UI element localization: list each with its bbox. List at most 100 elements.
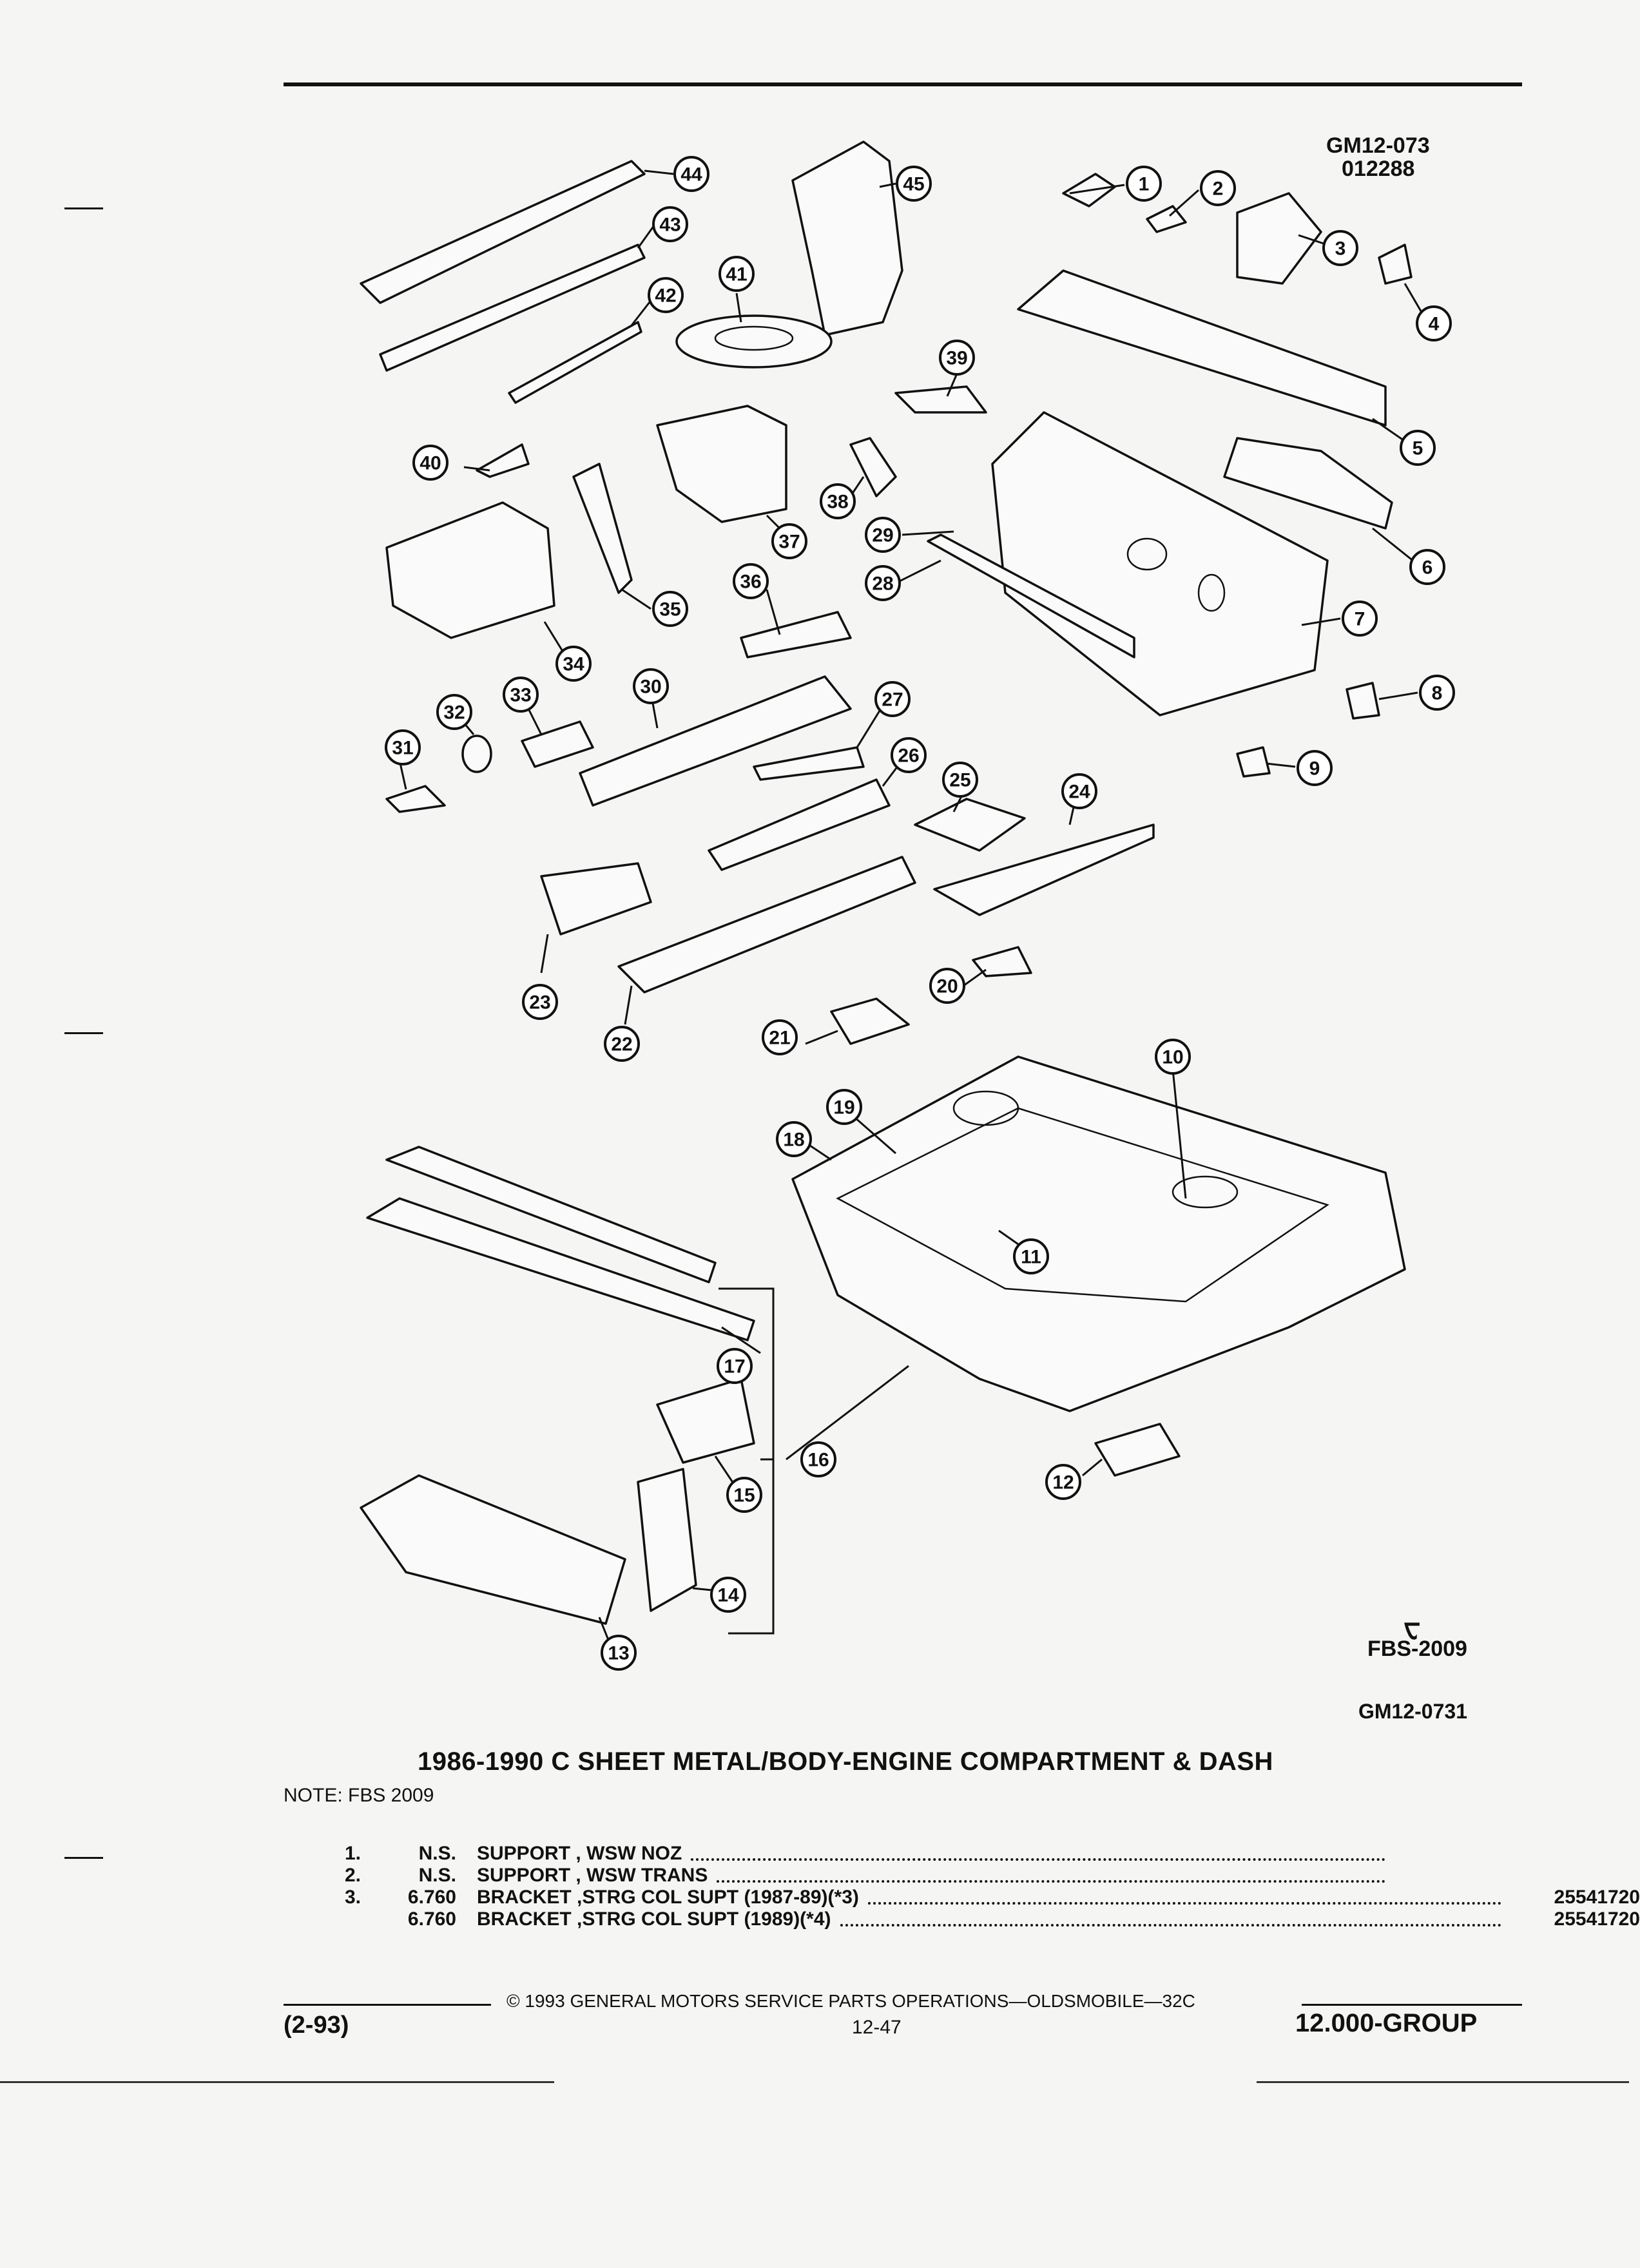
callout-24: 24: [1061, 773, 1097, 809]
parts-row: 2.N.S.SUPPORT , WSW TRANS: [284, 1865, 1521, 1887]
callout-number: 34: [563, 654, 584, 675]
callout-31: 31: [385, 729, 421, 765]
callout-number: 32: [443, 702, 465, 724]
part-number: 25541720: [1554, 1887, 1640, 1908]
callout-30: 30: [633, 668, 669, 704]
doc-code: GM12-073: [1326, 133, 1430, 158]
callout-33: 33: [503, 677, 539, 713]
callout-number: 39: [946, 348, 967, 369]
callout-number: 16: [807, 1450, 829, 1471]
callout-number: 43: [659, 215, 680, 236]
part-number: 25541720: [1554, 1908, 1640, 1930]
callout-number: 8: [1432, 683, 1443, 704]
note-text: NOTE: FBS 2009: [284, 1785, 434, 1806]
callout-39: 39: [939, 340, 975, 376]
top-rule: [284, 82, 1522, 86]
callout-1: 1: [1126, 166, 1162, 202]
part-description: SUPPORT , WSW NOZ: [477, 1843, 682, 1864]
callout-5: 5: [1400, 430, 1436, 466]
callout-number: 27: [882, 689, 903, 711]
callout-number: 14: [717, 1585, 739, 1606]
callout-7: 7: [1342, 601, 1378, 637]
dot-leader: [717, 1880, 1385, 1883]
callout-18: 18: [776, 1121, 812, 1157]
callout-number: 45: [903, 174, 924, 195]
callout-25: 25: [942, 762, 978, 798]
scan-bottom-line: [0, 2081, 554, 2083]
dot-leader: [691, 1858, 1385, 1861]
callout-41: 41: [719, 256, 755, 292]
item-number: 3.: [344, 1887, 361, 1908]
callout-23: 23: [522, 984, 558, 1020]
callout-14: 14: [710, 1577, 746, 1613]
part-description: BRACKET ,STRG COL SUPT (1987-89)(*3): [477, 1887, 859, 1908]
group-code: 12.000-GROUP: [1295, 2009, 1478, 2037]
callout-45: 45: [896, 166, 932, 202]
item-number: 2.: [344, 1865, 361, 1886]
callout-6: 6: [1409, 549, 1445, 585]
callout-29: 29: [865, 517, 901, 553]
parts-row: 3. 6.760 BRACKET ,STRG COL SUPT (1987-89)(…: [284, 1887, 1640, 1908]
callout-number: 24: [1068, 782, 1090, 803]
callout-34: 34: [555, 646, 592, 682]
scan-mark: [64, 1032, 103, 1034]
callout-number: 9: [1309, 758, 1320, 780]
callout-number: 7: [1355, 609, 1365, 630]
callout-11: 11: [1013, 1238, 1049, 1274]
callout-number: 29: [872, 525, 893, 546]
callout-13: 13: [601, 1635, 637, 1671]
callout-number: 37: [778, 532, 800, 553]
callout-number: 20: [936, 976, 958, 997]
callout-number: 31: [392, 738, 413, 759]
callout-number: 19: [833, 1097, 854, 1119]
callout-3: 3: [1322, 230, 1358, 266]
callout-number: 13: [608, 1643, 629, 1664]
callout-28: 28: [865, 565, 901, 601]
callout-number: 4: [1429, 314, 1440, 335]
callout-number: 3: [1335, 238, 1346, 260]
callout-19: 19: [826, 1089, 862, 1125]
callout-8: 8: [1419, 675, 1455, 711]
callout-17: 17: [717, 1348, 753, 1384]
callout-number: 2: [1213, 178, 1224, 200]
callout-36: 36: [733, 563, 769, 599]
callout-number: 10: [1162, 1047, 1183, 1068]
callout-number: 41: [726, 264, 747, 285]
callout-2: 2: [1200, 170, 1236, 206]
callout-10: 10: [1155, 1039, 1191, 1075]
callout-number: 33: [510, 685, 531, 706]
item-quantity: 6.760: [407, 1887, 456, 1908]
callout-26: 26: [891, 737, 927, 773]
callout-number: 5: [1413, 438, 1423, 459]
callout-20: 20: [929, 968, 965, 1004]
callout-number: 35: [659, 599, 680, 620]
callout-number: 38: [827, 492, 848, 513]
callout-4: 4: [1416, 305, 1452, 341]
callout-12: 12: [1045, 1464, 1081, 1500]
callout-number: 28: [872, 573, 893, 595]
leader-lines: [398, 169, 1429, 1650]
callout-number: 36: [740, 572, 761, 593]
callout-number: 40: [420, 453, 441, 474]
fbs-symbol: ᠸ: [1404, 1611, 1421, 1642]
part-description: BRACKET ,STRG COL SUPT (1989)(*4): [477, 1908, 831, 1930]
page-number: 12-47: [852, 2017, 902, 2038]
part-shapes: [360, 140, 1413, 1625]
callout-38: 38: [820, 483, 856, 519]
callout-43: 43: [652, 206, 688, 242]
scan-mark: [64, 1857, 103, 1859]
callout-number: 30: [640, 677, 661, 698]
page-title: 1986-1990 C SHEET METAL/BODY-ENGINE COMP…: [418, 1747, 1273, 1776]
date-code: (2-93): [284, 2012, 349, 2039]
scan-bottom-line: [1257, 2081, 1629, 2083]
dot-leader: [840, 1924, 1501, 1927]
dot-leader: [867, 1902, 1501, 1905]
callout-number: 12: [1052, 1472, 1074, 1494]
figure-code: GM12-0731: [1358, 1700, 1467, 1723]
callout-37: 37: [771, 523, 807, 559]
fbs-label: FBS-2009: [1367, 1637, 1467, 1661]
callout-number: 21: [769, 1028, 790, 1049]
footer-rule-right: [1302, 2004, 1522, 2006]
